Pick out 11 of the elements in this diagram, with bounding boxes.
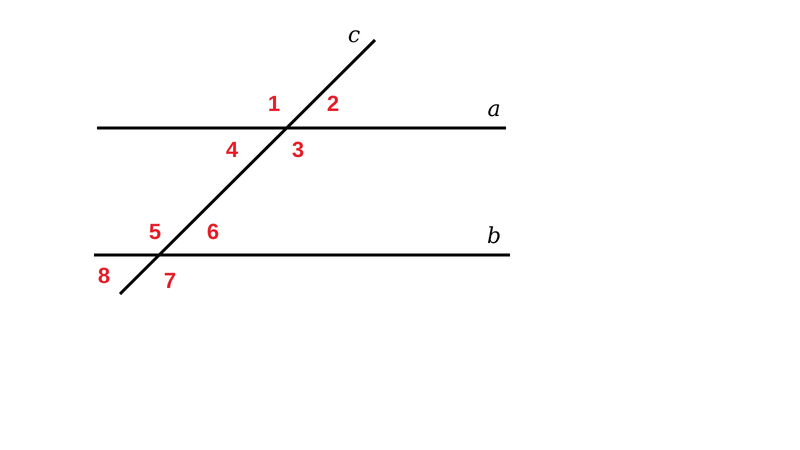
line-name: a: [487, 99, 501, 121]
angle-number: 4: [226, 139, 238, 161]
line-name: c: [348, 25, 360, 47]
angle-number: 1: [268, 93, 280, 115]
line-name: b: [486, 226, 502, 248]
angle-number: 6: [206, 221, 220, 243]
angle-number: 8: [98, 265, 110, 287]
angle-number: 5: [148, 221, 162, 243]
angle-number: 2: [326, 93, 340, 115]
angle-number: 3: [292, 139, 304, 161]
angle-number: 7: [164, 270, 176, 292]
